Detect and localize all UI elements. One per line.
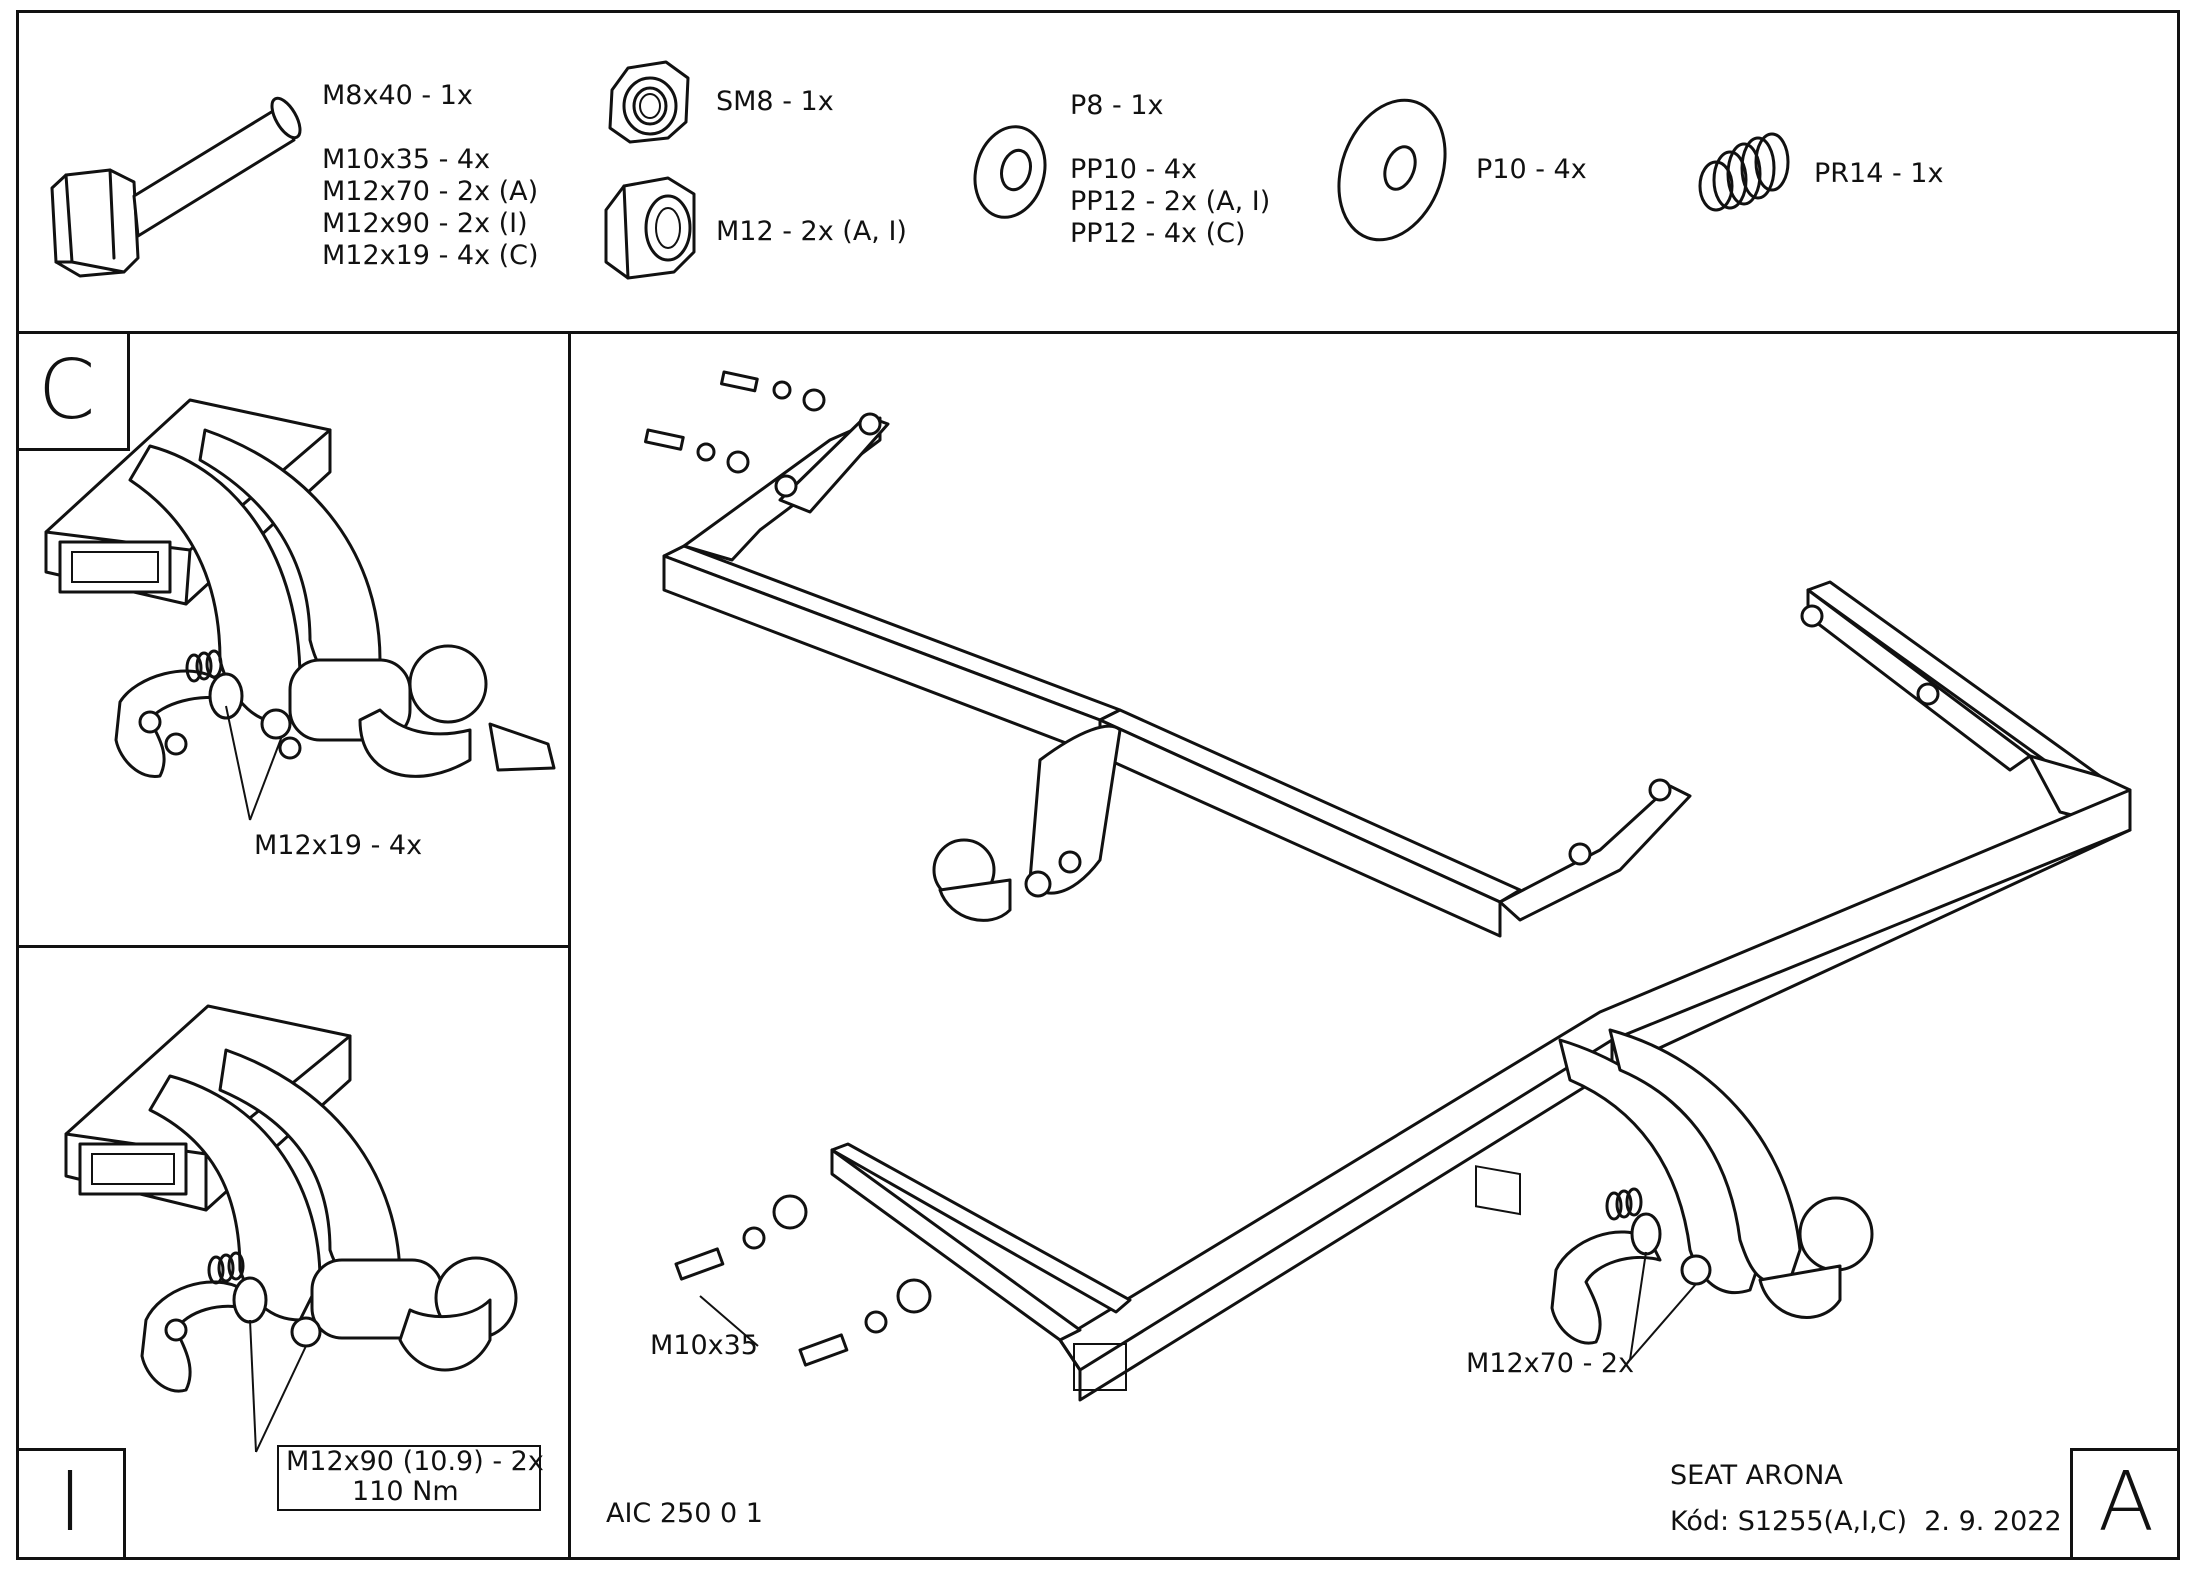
- panel-a-right-bracket: [1800, 580, 2132, 832]
- washer-pp12-c-label: PP12 - 4x (C): [1070, 218, 1246, 249]
- panel-i-callout-bolt: M12x90 (10.9) - 2x: [286, 1446, 544, 1477]
- bolt-icon: [50, 96, 302, 278]
- product-code: Kód: S1255(A,I,C) 2. 9. 2022: [1670, 1506, 2062, 1537]
- panel-a-upper-crossbar: [662, 414, 1692, 1216]
- spring-pr14-icon: [1698, 132, 1790, 212]
- panel-a-callout-mount: M12x70 - 2x: [1466, 1348, 1635, 1379]
- bolt-spec-m10x35: M10x35 - 4x: [322, 144, 491, 175]
- panel-c-letter: C: [38, 343, 96, 438]
- panel-a-lower-crossbar: [830, 788, 2132, 1402]
- spring-pr14-label: PR14 - 1x: [1814, 158, 1944, 189]
- panel-c-i-divider: [16, 945, 570, 948]
- washer-pp12-ai-label: PP12 - 2x (A, I): [1070, 186, 1271, 217]
- bolt-spec-m12x19: M12x19 - 4x (C): [322, 240, 539, 271]
- washer-pp10-label: PP10 - 4x: [1070, 154, 1197, 185]
- nut-m12-icon: [604, 176, 696, 280]
- panel-c-callout: M12x19 - 4x: [254, 830, 423, 861]
- panel-c-letter-box: [16, 331, 130, 451]
- panel-a-letter: A: [2098, 1455, 2155, 1550]
- washer-p10-label: P10 - 4x: [1476, 154, 1587, 185]
- panel-a-towball-mount: [1550, 1028, 1874, 1361]
- panel-a-callout-bolts: M10x35: [650, 1330, 758, 1361]
- washer-p8-label: P8 - 1x: [1070, 90, 1164, 121]
- panel-i-letter: I: [58, 1455, 83, 1550]
- panel-a-letter-box: [2070, 1448, 2180, 1560]
- vehicle-name: SEAT ARONA: [1670, 1460, 1843, 1491]
- parts-header-divider: [16, 331, 2180, 334]
- panel-i-towbar-drawing: [64, 1004, 541, 1511]
- washer-pp-icon: [973, 125, 1047, 219]
- drawing-border: [16, 10, 2180, 1560]
- drawing-code: AIC 250 0 1: [606, 1498, 763, 1529]
- bolt-spec-m12x90: M12x90 - 2x (I): [322, 208, 528, 239]
- bolt-spec-m8x40: M8x40 - 1x: [322, 80, 473, 111]
- panel-c-towbar-drawing: [44, 398, 556, 821]
- nut-m12-label: M12 - 2x (A, I): [716, 216, 907, 247]
- washer-p10-icon: [1337, 98, 1447, 242]
- nut-sm8-label: SM8 - 1x: [716, 86, 834, 117]
- panel-a-upper-hardware: [644, 370, 1672, 866]
- panel-i-callout-torque: 110 Nm: [352, 1476, 459, 1507]
- panel-i-letter-box: [16, 1448, 126, 1560]
- nut-sm8-icon: [608, 60, 690, 144]
- panel-a-lower-hardware: [674, 1194, 932, 1367]
- bolt-spec-m12x70: M12x70 - 2x (A): [322, 176, 539, 207]
